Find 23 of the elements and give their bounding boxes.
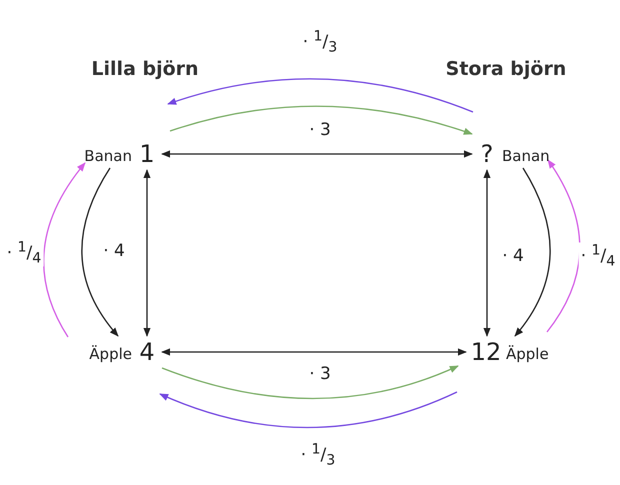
item-label: Äpple	[506, 345, 549, 363]
item-label: Äpple	[89, 345, 132, 363]
arrow	[161, 348, 467, 356]
arrow	[162, 365, 459, 400]
arrow	[483, 169, 491, 337]
item-label: Banan	[502, 147, 550, 165]
arrow	[81, 168, 119, 337]
arrow	[161, 150, 473, 158]
item-label: Banan	[84, 147, 132, 165]
number-label: 12	[468, 338, 504, 366]
number-label: 1	[134, 140, 160, 168]
arrow	[514, 168, 551, 337]
arrow	[546, 159, 580, 332]
arrow	[167, 78, 474, 113]
arrow	[170, 106, 473, 135]
arrow	[159, 391, 458, 428]
number-label: 4	[134, 338, 160, 366]
edge-label: · $^{1}$/$_{4}$	[578, 242, 618, 270]
arrow	[143, 169, 151, 337]
arrow	[43, 162, 86, 338]
number-label: ?	[474, 140, 500, 168]
group-heading: Lilla björn	[91, 58, 199, 80]
group-heading: Stora björn	[446, 58, 566, 80]
